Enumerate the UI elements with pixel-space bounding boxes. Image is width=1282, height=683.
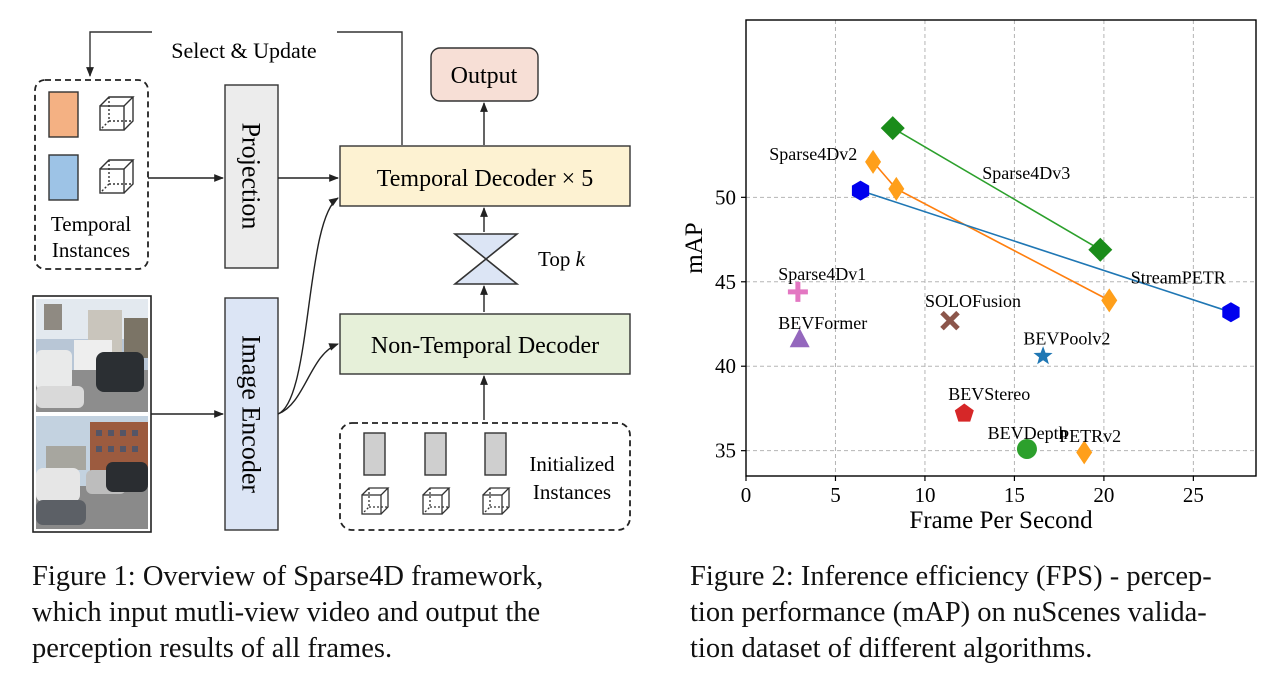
x-tick-label: 15 (1004, 483, 1025, 507)
caption-line: which input mutli-view video and output … (32, 597, 541, 628)
y-tick-label: 50 (715, 185, 736, 209)
point-label: BEVFormer (778, 313, 867, 333)
figure-2-caption: Figure 2: Inference efficiency (FPS) - p… (690, 559, 1265, 667)
arrow-encoder-to-temporal-decoder (277, 197, 339, 415)
y-tick-label: 45 (715, 270, 736, 294)
top-k-label: Top k (538, 247, 586, 271)
data-point (1033, 346, 1053, 365)
series-line (860, 189, 1232, 313)
non-temporal-decoder-block (339, 313, 631, 375)
temporal-instances-label-line2: Instances (52, 238, 130, 262)
data-point (880, 116, 905, 141)
temporal-instances-label-line1: Temporal (51, 212, 131, 236)
x-tick-label: 25 (1183, 483, 1204, 507)
image-encoder-label: Image Encoder (237, 335, 266, 493)
x-tick-label: 5 (830, 483, 841, 507)
point-label: PETRv2 (1059, 426, 1121, 446)
caption-line: Figure 1: Overview of Sparse4D framework… (32, 561, 544, 592)
anchor-feature (363, 432, 386, 476)
chart-y-axis-label: mAP (681, 222, 708, 273)
initialized-instances-label-line2: Instances (533, 480, 611, 504)
anchor-feature (484, 432, 507, 476)
chart-points (787, 116, 1240, 465)
point-label: StreamPETR (1131, 267, 1226, 287)
x-tick-label: 20 (1093, 483, 1114, 507)
data-point (851, 180, 870, 201)
point-label: Sparse4Dv1 (778, 264, 866, 284)
select-update-label: Select & Update (171, 38, 316, 63)
y-tick-label: 35 (715, 439, 736, 463)
data-point (789, 328, 810, 348)
data-point (1016, 438, 1037, 459)
cube-icon (99, 159, 135, 194)
cube-icon (422, 487, 451, 515)
figure-1-caption: Figure 1: Overview of Sparse4D framework… (32, 559, 642, 667)
chart-plot-frame (745, 19, 1257, 477)
initialized-instances-label-line1: Initialized (529, 452, 615, 476)
chart-x-axis-label: Frame Per Second (909, 507, 1093, 534)
arrow-encoder-to-non-temporal-decoder (277, 343, 339, 415)
point-label: BEVStereo (948, 384, 1030, 404)
output-block (430, 47, 539, 102)
chart-tick-labels: 0 5 10 15 20 25 35 40 45 50 (715, 185, 1204, 507)
caption-line: Figure 2: Inference efficiency (FPS) - p… (690, 561, 1212, 592)
series-line (892, 127, 1101, 251)
initialized-instances-box (339, 422, 631, 531)
data-point (1222, 302, 1240, 323)
point-label: Sparse4Dv2 (769, 144, 857, 164)
chart-grid (745, 20, 1256, 476)
data-point (954, 403, 974, 422)
cube-icon (99, 96, 135, 131)
select-update-label-box (152, 31, 337, 71)
top-k-selector-icon (452, 233, 520, 285)
output-label: Output (451, 63, 518, 89)
caption-line: tion performance (mAP) on nuScenes valid… (690, 597, 1207, 628)
temporal-instances-box (34, 79, 149, 270)
point-label: Sparse4Dv3 (982, 163, 1070, 183)
temporal-decoder-label: Temporal Decoder × 5 (377, 166, 593, 192)
data-point (888, 176, 905, 201)
data-point (1101, 288, 1118, 313)
y-tick-label: 40 (715, 354, 736, 378)
sparse4d-framework-diagram: Select & Update Temporal Instances Proje… (32, 31, 631, 533)
point-label: BEVDepth (988, 423, 1068, 443)
cube-icon (361, 487, 390, 515)
orange-instance-feature (48, 91, 79, 138)
temporal-decoder-block (339, 145, 631, 207)
data-point (940, 310, 960, 331)
x-tick-label: 0 (741, 483, 752, 507)
blue-instance-feature (48, 154, 79, 201)
multi-view-camera-images (32, 295, 152, 533)
caption-line: tion dataset of different algorithms. (690, 633, 1093, 664)
point-label: BEVPoolv2 (1023, 328, 1110, 348)
projection-label: Projection (237, 123, 266, 230)
anchor-feature (424, 432, 447, 476)
cube-icon (482, 487, 511, 515)
x-tick-label: 10 (914, 483, 935, 507)
point-label: SOLOFusion (925, 291, 1021, 311)
non-temporal-decoder-label: Non-Temporal Decoder (371, 333, 599, 359)
data-point (1076, 440, 1093, 465)
data-point (787, 281, 808, 302)
caption-line: perception results of all frames. (32, 633, 393, 664)
data-point (1088, 237, 1113, 262)
data-point (865, 149, 882, 174)
projection-block (224, 84, 279, 269)
